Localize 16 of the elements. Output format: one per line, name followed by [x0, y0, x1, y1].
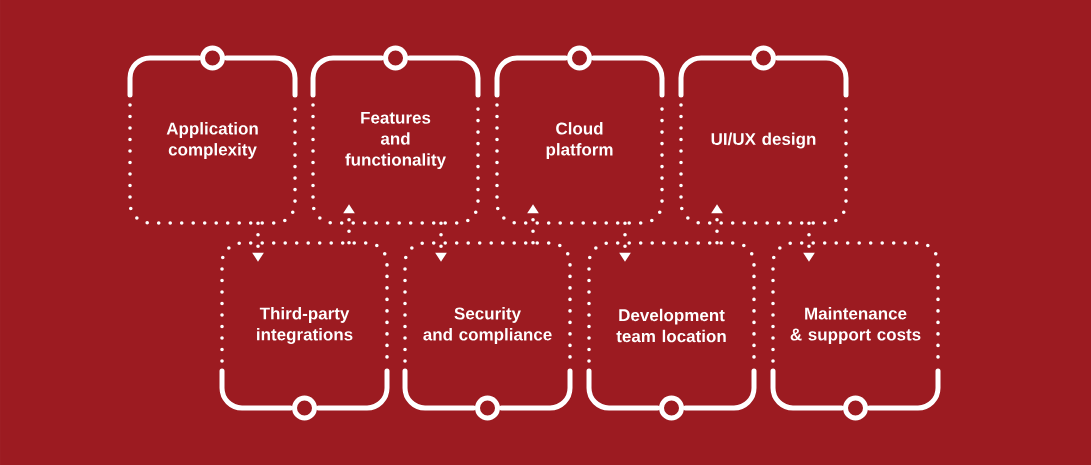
- node-label: UI/UX design: [711, 132, 816, 149]
- process-box: Third-party integrations: [219, 241, 390, 421]
- process-box: Cloud platform: [494, 45, 665, 225]
- node-label: Features and functionality: [345, 111, 446, 170]
- node-label: Maintenance & support costs: [790, 307, 921, 344]
- process-box: UI/UX design: [678, 45, 849, 225]
- process-box: Maintenance & support costs: [770, 241, 941, 421]
- process-box: Development team location: [586, 241, 757, 421]
- process-box: Security and compliance: [402, 241, 573, 421]
- node-label: Security and compliance: [423, 307, 552, 344]
- node-label: Third-party integrations: [257, 307, 353, 344]
- process-box: Application complexity: [127, 45, 298, 225]
- process-box: Features and functionality: [310, 45, 481, 225]
- node-label: Application complexity: [166, 122, 258, 159]
- node-label: Cloud platform: [546, 122, 613, 159]
- node-label: Development team location: [616, 308, 726, 343]
